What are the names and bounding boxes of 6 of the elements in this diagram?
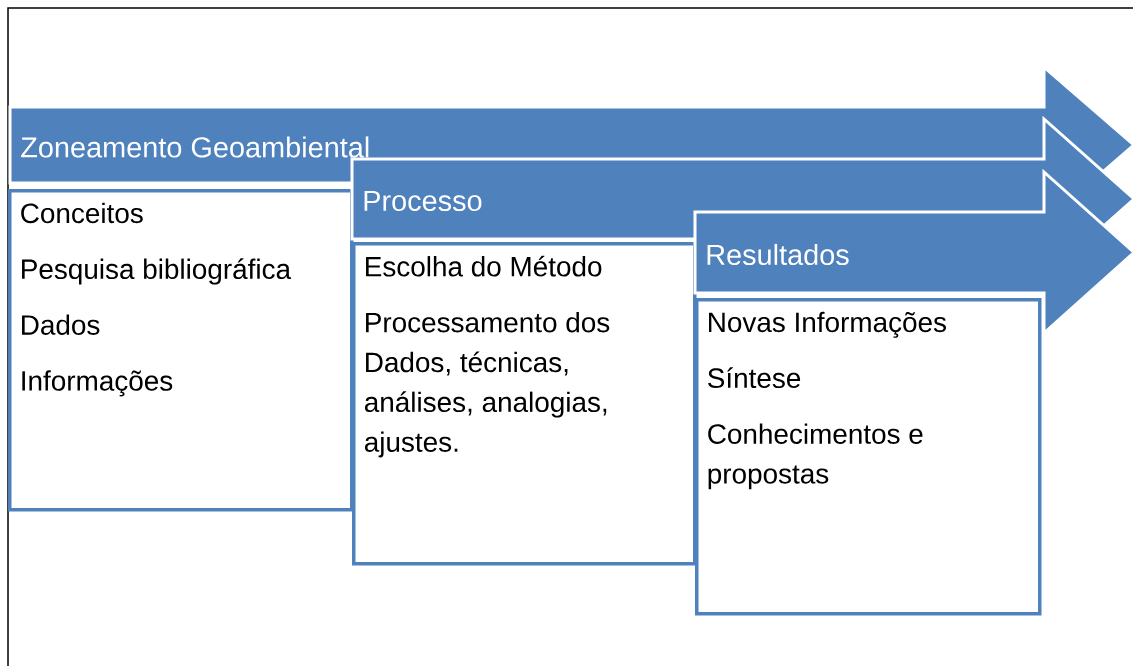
text-box: Novas Informações Síntese Conhecimentos e propostas xyxy=(695,298,1042,616)
text-box: Escolha do Método Processamento dos Dados, técnicas, análises, analogias, ajustes. xyxy=(352,242,697,566)
node-label: Resultados xyxy=(707,243,849,266)
text-box: Conceitos Pesquisa bibliográfica Dados Informações xyxy=(8,189,354,512)
node-label: Zoneamento Geoambiental xyxy=(21,136,369,158)
node-label: Processo xyxy=(364,190,482,212)
